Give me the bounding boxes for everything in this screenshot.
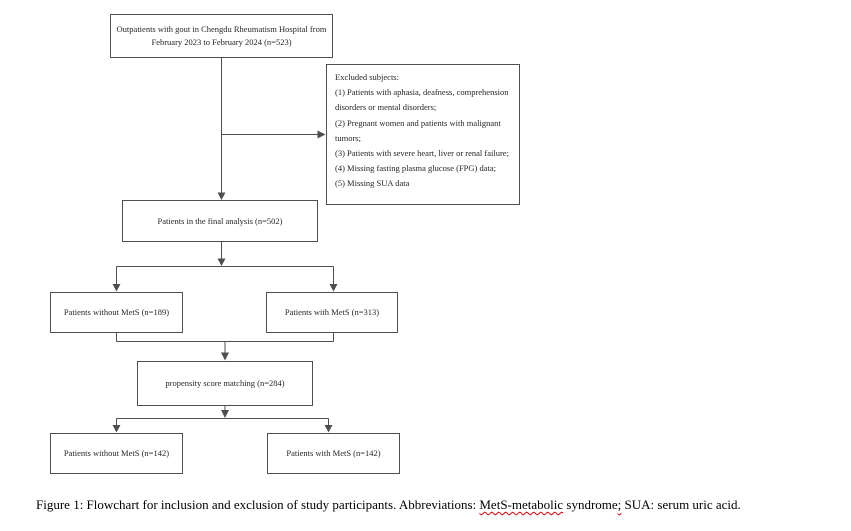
flow-box-without-mets: Patients without MetS (n=189) bbox=[50, 292, 183, 333]
flow-box-outpatients: Outpatients with gout in Chengdu Rheumat… bbox=[110, 14, 333, 58]
connector-psm-to-matched bbox=[112, 406, 333, 433]
excluded-title: Excluded subjects: bbox=[335, 72, 399, 82]
excluded-item-3: (3) Patients with severe heart, liver or… bbox=[335, 148, 509, 159]
caption-prefix: Figure 1: Flowchart for inclusion and ex… bbox=[36, 497, 480, 512]
connector-top-to-final bbox=[217, 58, 226, 200]
caption-suffix: SUA: serum uric acid. bbox=[621, 497, 741, 512]
excluded-item-5: (5) Missing SUA data bbox=[335, 178, 410, 189]
connector-groups-to-psm bbox=[116, 333, 334, 361]
excluded-item-2: (2) Pregnant women and patients with mal… bbox=[335, 117, 501, 143]
connector-final-to-split bbox=[112, 242, 338, 292]
excluded-item-4: (4) Missing fasting plasma glucose (FPG)… bbox=[335, 163, 497, 174]
caption-spellcheck-punct: ; bbox=[617, 497, 622, 512]
figure-caption: Figure 1: Flowchart for inclusion and ex… bbox=[36, 496, 846, 513]
connector-branch-to-excluded bbox=[221, 130, 326, 139]
excluded-item-1: (1) Patients with aphasia, deafness, com… bbox=[335, 87, 509, 113]
flow-box-without-mets-matched: Patients without MetS (n=142) bbox=[50, 433, 183, 474]
flow-box-final-analysis: Patients in the final analysis (n=502) bbox=[122, 200, 318, 242]
flow-box-with-mets-matched: Patients with MetS (n=142) bbox=[267, 433, 400, 474]
flow-box-excluded-subjects: Excluded subjects: (1) Patients with aph… bbox=[326, 64, 520, 205]
flow-box-propensity-score-matching: propensity score matching (n=284) bbox=[137, 361, 313, 406]
caption-spellcheck-term: MetS-metabolic bbox=[479, 497, 564, 512]
caption-middle: syndrome bbox=[563, 497, 618, 512]
flow-box-with-mets: Patients with MetS (n=313) bbox=[266, 292, 398, 333]
